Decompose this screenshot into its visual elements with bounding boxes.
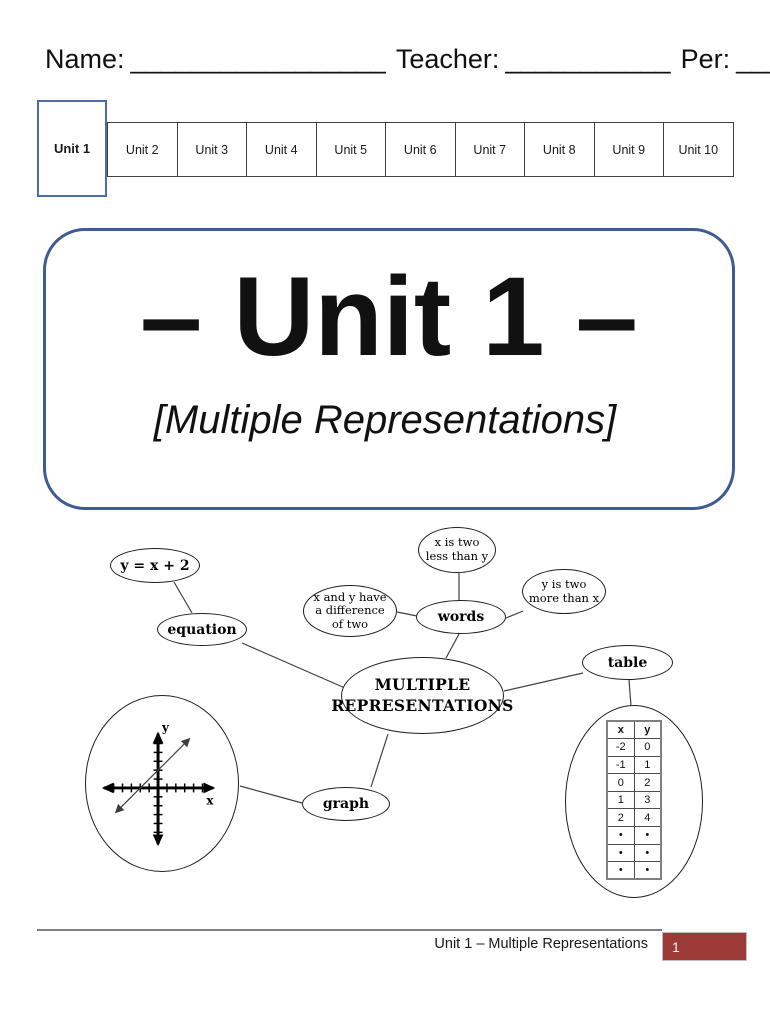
tab-unit-1[interactable]: Unit 1 bbox=[37, 100, 107, 197]
equation-label: equation bbox=[167, 621, 237, 638]
table-row: • • bbox=[606, 861, 662, 880]
table-row: • • bbox=[606, 826, 662, 845]
tab-unit-8[interactable]: Unit 8 bbox=[524, 122, 595, 177]
coordinate-plane-drawing: y x bbox=[101, 721, 216, 847]
cell: -1 bbox=[606, 755, 635, 775]
footer-title: Unit 1 – Multiple Representations bbox=[434, 936, 648, 952]
table-row: 2 4 bbox=[606, 808, 662, 828]
node-table: table bbox=[582, 645, 673, 680]
node-equation-formula: y = x + 2 bbox=[110, 548, 200, 583]
xy-table-header-y: y bbox=[633, 720, 662, 740]
bubble-two-more: y is two more than x bbox=[522, 569, 606, 614]
unit-title: – Unit 1 – bbox=[140, 254, 638, 379]
bubble-two-more-label: y is two more than x bbox=[528, 576, 600, 605]
teacher-label: Teacher: bbox=[395, 44, 500, 74]
per-label: Per: bbox=[680, 44, 731, 74]
concept-map-connectors bbox=[173, 573, 632, 804]
x-axis-label: x bbox=[206, 794, 214, 808]
node-multiple-representations: MULTIPLE REPRESENTATIONS bbox=[331, 657, 513, 734]
table-row: -1 1 bbox=[606, 755, 662, 775]
unit-subtitle: [Multiple Representations] bbox=[153, 398, 617, 442]
graph-example-circle: y x bbox=[85, 695, 239, 872]
cell: 1 bbox=[606, 790, 635, 810]
tab-unit-7[interactable]: Unit 7 bbox=[454, 122, 525, 177]
tab-unit-9[interactable]: Unit 9 bbox=[593, 122, 664, 177]
tab-unit-5[interactable]: Unit 5 bbox=[315, 122, 386, 177]
tab-unit-10[interactable]: Unit 10 bbox=[663, 122, 734, 177]
unit-title-box: – Unit 1 – bbox=[43, 228, 735, 510]
center-label-line2: REPRESENTATIONS bbox=[331, 695, 514, 715]
node-equation: equation bbox=[157, 613, 247, 646]
tab-unit-2[interactable]: Unit 2 bbox=[107, 122, 178, 177]
tab-unit-3[interactable]: Unit 3 bbox=[176, 122, 247, 177]
bubble-two-less: x is two less than y bbox=[418, 527, 496, 573]
page-number-badge: 1 bbox=[662, 932, 747, 961]
table-label: table bbox=[607, 654, 648, 671]
cell: 2 bbox=[633, 773, 662, 792]
cell: • bbox=[606, 843, 635, 863]
xy-table-header-x: x bbox=[606, 720, 635, 740]
footer-divider bbox=[37, 929, 662, 931]
tab-unit-6[interactable]: Unit 6 bbox=[385, 122, 456, 177]
center-label-line1: MULTIPLE bbox=[374, 675, 471, 695]
bubble-difference-label: x and y have a difference of two bbox=[313, 589, 387, 631]
node-graph: graph bbox=[302, 787, 390, 821]
table-row: • • bbox=[606, 843, 662, 863]
page-number: 1 bbox=[672, 938, 680, 955]
equation-formula-label: y = x + 2 bbox=[120, 557, 190, 574]
words-label: words bbox=[437, 609, 485, 625]
header-fill-in-line: Name:_________________Teacher:__________… bbox=[45, 44, 770, 75]
y-axis-label: y bbox=[161, 721, 170, 735]
cell: 4 bbox=[633, 808, 662, 828]
cell: -2 bbox=[606, 738, 635, 757]
table-row: 1 3 bbox=[606, 790, 662, 810]
graph-label: graph bbox=[322, 796, 370, 812]
table-row: -2 0 bbox=[606, 738, 662, 757]
name-label: Name: bbox=[45, 44, 125, 74]
cell: 3 bbox=[633, 790, 662, 810]
cell: • bbox=[606, 826, 635, 845]
table-row: 0 2 bbox=[606, 773, 662, 792]
cell: • bbox=[633, 843, 662, 863]
concept-map: y = x + 2 equation x and y have a differ… bbox=[0, 515, 770, 925]
center-label: MULTIPLE REPRESENTATIONS bbox=[331, 675, 513, 715]
cell: • bbox=[606, 861, 635, 880]
cell: 1 bbox=[633, 755, 662, 775]
node-words: words bbox=[416, 600, 506, 634]
teacher-blank-field[interactable]: ___________ bbox=[505, 44, 671, 74]
xy-table: x y -2 0 -1 1 0 2 1 3 2 4 bbox=[606, 720, 662, 881]
cell: 0 bbox=[606, 773, 635, 792]
cell: 2 bbox=[606, 808, 635, 828]
cell: 0 bbox=[633, 738, 662, 757]
tab-unit-4[interactable]: Unit 4 bbox=[246, 122, 317, 177]
bubble-difference: x and y have a difference of two bbox=[303, 585, 397, 637]
per-blank-field[interactable]: ___ bbox=[736, 44, 770, 74]
cell: • bbox=[633, 826, 662, 845]
name-blank-field[interactable]: _________________ bbox=[130, 44, 386, 74]
cell: • bbox=[633, 861, 662, 880]
table-example-ellipse: x y -2 0 -1 1 0 2 1 3 2 4 bbox=[565, 705, 703, 898]
bubble-two-less-label: x is two less than y bbox=[425, 535, 489, 563]
